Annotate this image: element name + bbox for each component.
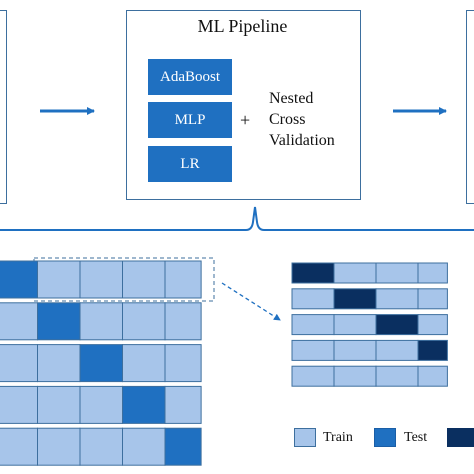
legend-train-swatch <box>294 428 316 447</box>
inner-fold-2-segment-1 <box>291 288 335 310</box>
outer-fold-4-segment-4 <box>122 385 166 424</box>
outer-fold-1-segment-5 <box>164 260 202 299</box>
inner-fold-4-segment-4 <box>417 339 448 361</box>
inner-fold-2-segment-4 <box>417 288 448 310</box>
outer-fold-2-segment-1 <box>0 302 38 341</box>
brace-icon <box>0 206 474 231</box>
inner-fold-3-segment-4 <box>417 314 448 336</box>
outer-fold-4-segment-5 <box>164 385 202 424</box>
inner-fold-4-segment-1 <box>291 339 335 361</box>
model-adaboost: AdaBoost <box>148 59 232 95</box>
output-box <box>466 10 474 204</box>
outer-fold-3-segment-2 <box>37 344 81 383</box>
inner-fold-1-segment-4 <box>417 262 448 284</box>
outer-fold-2-segment-5 <box>164 302 202 341</box>
inner-fold-1-segment-2 <box>333 262 377 284</box>
inner-cv-grid <box>291 262 448 387</box>
outer-fold-2-segment-3 <box>79 302 123 341</box>
legend-test-label: Test <box>404 430 428 445</box>
model-lr: LR <box>148 146 232 182</box>
outer-fold-5-segment-4 <box>122 427 166 466</box>
outer-fold-4-segment-3 <box>79 385 123 424</box>
outer-fold-1-segment-4 <box>122 260 166 299</box>
inner-fold-3-segment-2 <box>333 314 377 336</box>
inner-fold-4-segment-2 <box>333 339 377 361</box>
nested-cv-line-1: Nested <box>269 90 314 107</box>
inner-fold-2-segment-3 <box>375 288 419 310</box>
outer-fold-2-segment-4 <box>122 302 166 341</box>
outer-fold-3-segment-5 <box>164 344 202 383</box>
inner-fold-2-segment-2 <box>333 288 377 310</box>
outer-cv-grid <box>0 260 202 466</box>
zoom-arrow <box>221 282 281 321</box>
inner-fold-5-segment-3 <box>375 365 419 387</box>
inner-fold-5-segment-1 <box>291 365 335 387</box>
outer-fold-4-segment-2 <box>37 385 81 424</box>
pipeline-title: ML Pipeline <box>197 16 288 36</box>
inner-fold-5-segment-2 <box>333 365 377 387</box>
outer-fold-2-segment-2 <box>37 302 81 341</box>
ml-pipeline-box <box>126 10 361 200</box>
outer-fold-5-segment-5 <box>164 427 202 466</box>
input-box <box>0 10 7 204</box>
inner-fold-3-segment-1 <box>291 314 335 336</box>
outer-fold-3-segment-1 <box>0 344 38 383</box>
legend-test-swatch <box>374 428 396 447</box>
inner-fold-1-segment-3 <box>375 262 419 284</box>
inner-fold-5-segment-4 <box>417 365 448 387</box>
outer-fold-5-segment-2 <box>37 427 81 466</box>
legend-train-label: Train <box>323 430 353 445</box>
nested-cv-line-2: Cross <box>269 111 306 128</box>
plus-sign: + <box>240 110 251 130</box>
inner-fold-4-segment-3 <box>375 339 419 361</box>
outer-fold-1-segment-3 <box>79 260 123 299</box>
nested-cv-line-3: Validation <box>269 132 335 149</box>
outer-fold-5-segment-1 <box>0 427 38 466</box>
outer-fold-3-segment-3 <box>79 344 123 383</box>
outer-fold-1-segment-2 <box>37 260 81 299</box>
outer-fold-5-segment-3 <box>79 427 123 466</box>
inner-fold-1-segment-1 <box>291 262 335 284</box>
outer-fold-4-segment-1 <box>0 385 38 424</box>
legend-validation-swatch <box>447 428 474 447</box>
outer-fold-1-segment-1 <box>0 260 38 299</box>
inner-fold-3-segment-3 <box>375 314 419 336</box>
outer-fold-3-segment-4 <box>122 344 166 383</box>
model-mlp: MLP <box>148 102 232 138</box>
